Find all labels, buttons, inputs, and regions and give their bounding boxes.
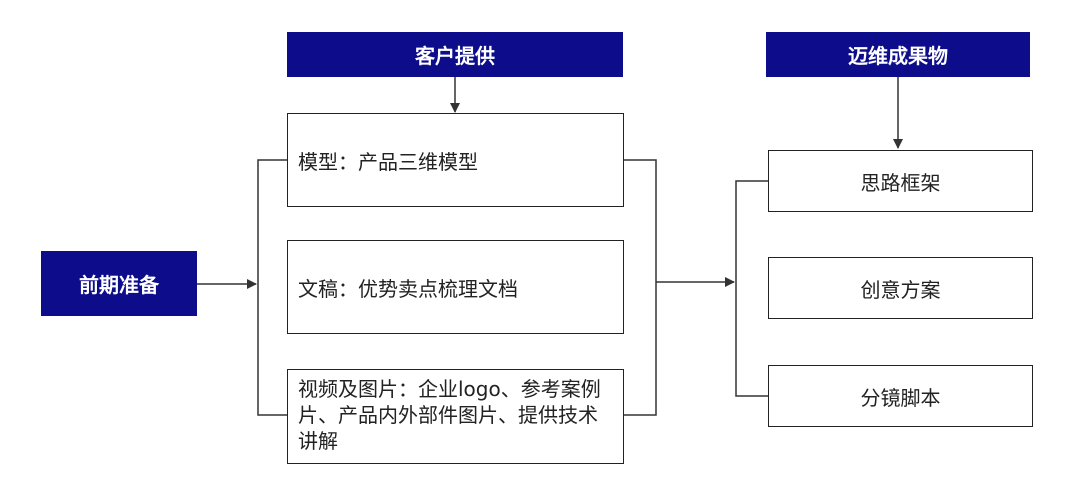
- customer-item-label: 文稿：优势卖点梳理文档: [298, 276, 518, 301]
- customer-header-label: 客户提供: [415, 44, 495, 68]
- customer-item-document: 文稿：优势卖点梳理文档: [287, 240, 624, 334]
- deliverable-item-label: 分镜脚本: [860, 385, 941, 410]
- customer-item-label: 视频及图片：企业logo、参考案例片、产品内外部件图片、提供技术讲解: [298, 377, 601, 453]
- left-bracket-line: [257, 159, 288, 416]
- deliverables-header: 迈维成果物: [766, 32, 1030, 77]
- customer-item-label: 模型：产品三维模型: [298, 149, 478, 174]
- customer-item-model: 模型：产品三维模型: [287, 113, 624, 207]
- deliverables-bracket-line: [735, 180, 768, 397]
- customer-header: 客户提供: [287, 32, 623, 77]
- prep-box: 前期准备: [41, 251, 197, 316]
- deliverable-item-creative: 创意方案: [768, 257, 1033, 319]
- deliverable-item-framework: 思路框架: [768, 150, 1033, 212]
- deliverable-item-storyboard: 分镜脚本: [768, 365, 1033, 427]
- deliverables-header-label: 迈维成果物: [848, 44, 948, 68]
- deliverable-item-label: 创意方案: [860, 277, 941, 302]
- prep-label: 前期准备: [79, 273, 159, 297]
- deliverable-item-label: 思路框架: [860, 170, 941, 195]
- customer-item-media: 视频及图片：企业logo、参考案例片、产品内外部件图片、提供技术讲解: [287, 369, 624, 464]
- right-bracket-line: [624, 159, 657, 416]
